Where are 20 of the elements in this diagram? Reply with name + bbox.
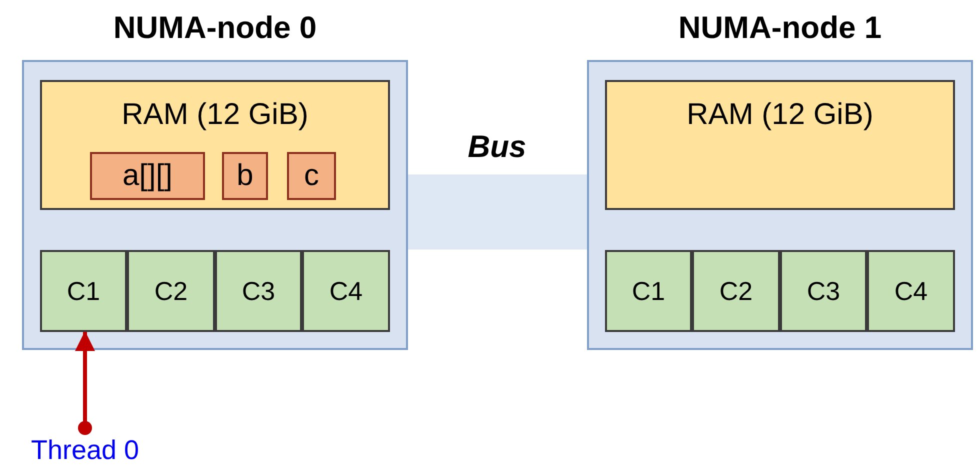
core-cell: C1 — [605, 250, 692, 332]
core-cell: C3 — [780, 250, 867, 332]
core-cell: C4 — [867, 250, 955, 332]
variable-box: a[][] — [90, 152, 205, 200]
bus-connector — [408, 174, 587, 250]
node-title: NUMA-node 1 — [677, 9, 883, 47]
memory-label: RAM (12 GiB) — [686, 97, 874, 133]
memory-box — [40, 80, 390, 210]
core-cell: C3 — [215, 250, 302, 332]
core-cell: C4 — [302, 250, 390, 332]
node-title: NUMA-node 0 — [112, 9, 318, 47]
core-cell: C1 — [40, 250, 127, 332]
memory-box — [605, 80, 955, 210]
arrow — [75, 331, 95, 435]
core-cell: C2 — [692, 250, 780, 332]
variable-box: c — [287, 152, 336, 200]
memory-label: RAM (12 GiB) — [120, 97, 310, 133]
thread-label: Thread 0 — [14, 428, 156, 466]
variable-box: b — [222, 152, 268, 200]
core-cell: C2 — [127, 250, 215, 332]
